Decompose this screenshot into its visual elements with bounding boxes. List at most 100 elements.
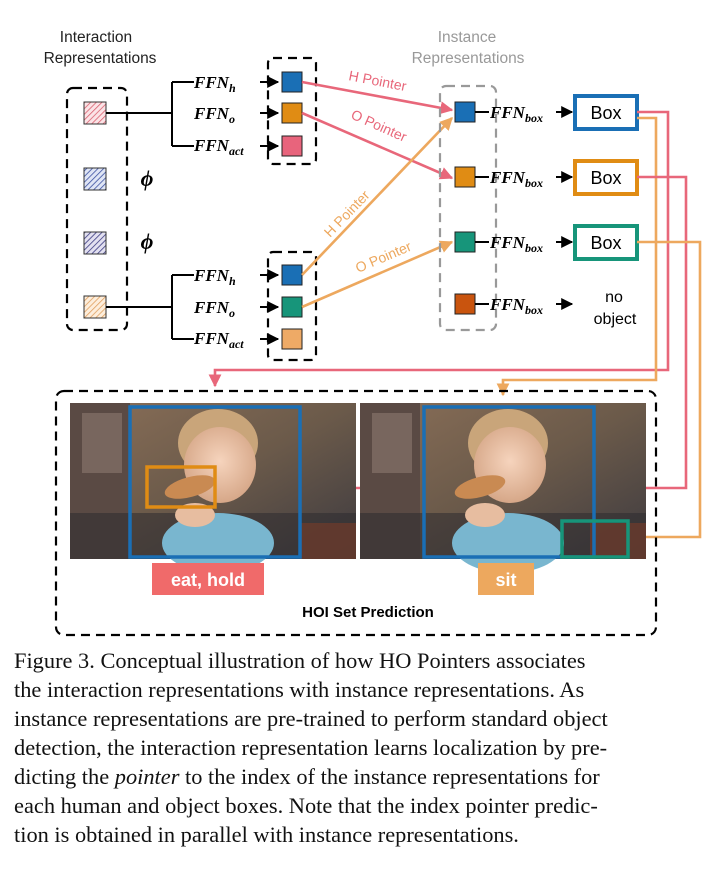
caption-line-4: detection, the interaction representatio…: [14, 735, 608, 760]
upper-h-pointer-arrow: [301, 80, 454, 115]
route-human-box-right: [496, 116, 658, 397]
ffn-box-sub: box: [525, 241, 543, 255]
upper-o-pointer-arrow: [301, 111, 454, 180]
caption-line-5: dicting the pointer to the index of the …: [14, 762, 704, 791]
route-human-box-left: [208, 110, 670, 388]
box-output-chair-label: Box: [590, 233, 621, 253]
caption-line-5-prefix: dicting the: [14, 764, 110, 789]
lower-act-output-square: [281, 328, 303, 350]
hoi-set-prediction-border: [54, 389, 658, 637]
box-output-object-label: Box: [590, 168, 621, 188]
interaction-label-left-bg: [152, 563, 264, 595]
no-object-line1: no: [605, 289, 623, 306]
svg-text:FFNo: FFNo: [193, 104, 235, 126]
upper-h-output-square: [281, 71, 303, 93]
right-photo: [360, 403, 646, 573]
lower-h-output-square: [281, 264, 303, 286]
ffn-h-label: FFN: [193, 266, 230, 285]
instance-title-line1: Instance: [438, 29, 497, 46]
ffn-o-sub: o: [229, 306, 235, 320]
left-human-bbox: [128, 405, 302, 559]
instance-square-3: [454, 231, 476, 253]
ffn-act-sub: act: [229, 144, 244, 158]
ffn-h-sub: h: [229, 274, 236, 288]
svg-text:FFNbox: FFNbox: [489, 233, 543, 255]
ffn-h-sub: h: [229, 81, 236, 95]
left-object-bbox: [145, 465, 217, 509]
phi-symbol-2: ϕ: [141, 229, 154, 254]
instance-title-line2: Representations: [412, 50, 525, 67]
instance-square-1: [454, 101, 476, 123]
caption-emphasis-pointer: pointer: [114, 764, 180, 789]
svg-text:FFNbox: FFNbox: [489, 103, 543, 125]
right-chair-bbox: [560, 519, 630, 559]
interaction-token-2: [83, 167, 107, 191]
ffn-act-label: FFN: [193, 136, 230, 155]
figure-caption: Figure 3. Conceptual illustration of how…: [14, 646, 704, 849]
upper-act-output-square: [281, 135, 303, 157]
upper-ffn-labels: FFNh FFNo FFNact: [193, 73, 244, 158]
interaction-label-right: sit: [495, 570, 516, 590]
interaction-token-1: [83, 101, 107, 125]
instance-square-2: [454, 166, 476, 188]
ffn-box-sub: box: [525, 303, 543, 317]
ffn-box-sub: box: [525, 111, 543, 125]
ffn-box-label: FFN: [489, 168, 526, 187]
right-human-bbox: [422, 405, 596, 559]
interaction-column-border: [65, 86, 129, 332]
interaction-title-line1: Interaction: [60, 29, 132, 46]
ffn-act-sub: act: [229, 337, 244, 351]
ffn-o-sub: o: [229, 112, 235, 126]
interaction-token-3: [83, 231, 107, 255]
caption-line-2: the interaction representations with ins…: [14, 677, 585, 702]
ffn-o-label: FFN: [193, 298, 230, 317]
caption-line-3: instance representations are pre-trained…: [14, 706, 608, 731]
left-photo: [70, 403, 356, 573]
lower-o-pointer-arrow: [301, 240, 454, 309]
upper-output-group-border: [266, 56, 318, 166]
caption-line-1: Figure 3. Conceptual illustration of how…: [14, 646, 704, 675]
ffn-box-labels: FFNbox FFNbox FFNbox FFNbox: [489, 103, 543, 317]
caption-line-6: each human and object boxes. Note that t…: [14, 793, 598, 818]
ffn-o-label: FFN: [193, 104, 230, 123]
svg-text:FFNact: FFNact: [193, 136, 244, 158]
ffn-box-connectors: [475, 106, 574, 310]
lower-o-output-square: [281, 296, 303, 318]
instance-column-border: [438, 84, 498, 332]
upper-branch-connectors: [106, 76, 280, 152]
interaction-token-4: [83, 295, 107, 319]
route-chair-box: [628, 240, 702, 544]
svg-text:FFNact: FFNact: [193, 329, 244, 351]
svg-text:FFNh: FFNh: [193, 266, 236, 288]
ffn-act-label: FFN: [193, 329, 230, 348]
box-output-human: [573, 94, 639, 131]
ffn-box-sub: box: [525, 176, 543, 190]
svg-text:FFNbox: FFNbox: [489, 168, 543, 190]
h-pointer-label-top: H Pointer: [347, 67, 408, 94]
instance-square-4: [454, 293, 476, 315]
interaction-label-right-bg: [478, 563, 534, 595]
svg-text:FFNh: FFNh: [193, 73, 236, 95]
ffn-box-label: FFN: [489, 103, 526, 122]
hoi-set-prediction-title: HOI Set Prediction: [302, 604, 434, 621]
caption-label: Figure 3.: [14, 648, 95, 673]
interaction-title-line2: Representations: [44, 50, 157, 67]
ffn-h-label: FFN: [193, 73, 230, 92]
ffn-box-label: FFN: [489, 295, 526, 314]
upper-o-output-square: [281, 102, 303, 124]
caption-line-5-rest: to the index of the instance representat…: [185, 764, 600, 789]
lower-h-pointer-arrow: [301, 117, 453, 276]
caption-line-7: tion is obtained in parallel with instan…: [14, 822, 519, 847]
lower-output-group-border: [266, 250, 318, 362]
o-pointer-label-bottom: O Pointer: [353, 238, 414, 276]
ffn-box-label: FFN: [489, 233, 526, 252]
caption-text-1: Conceptual illustration of how HO Pointe…: [100, 648, 586, 673]
hoi-pointer-diagram: Interaction Representations Instance Rep…: [44, 29, 702, 637]
lower-branch-connectors: [106, 269, 280, 345]
no-object-line2: object: [594, 311, 637, 328]
svg-text:FFNo: FFNo: [193, 298, 235, 320]
box-output-human-label: Box: [590, 103, 621, 123]
o-pointer-label-top: O Pointer: [349, 106, 410, 145]
svg-text:FFNbox: FFNbox: [489, 295, 543, 317]
phi-symbol-1: ϕ: [141, 166, 154, 191]
